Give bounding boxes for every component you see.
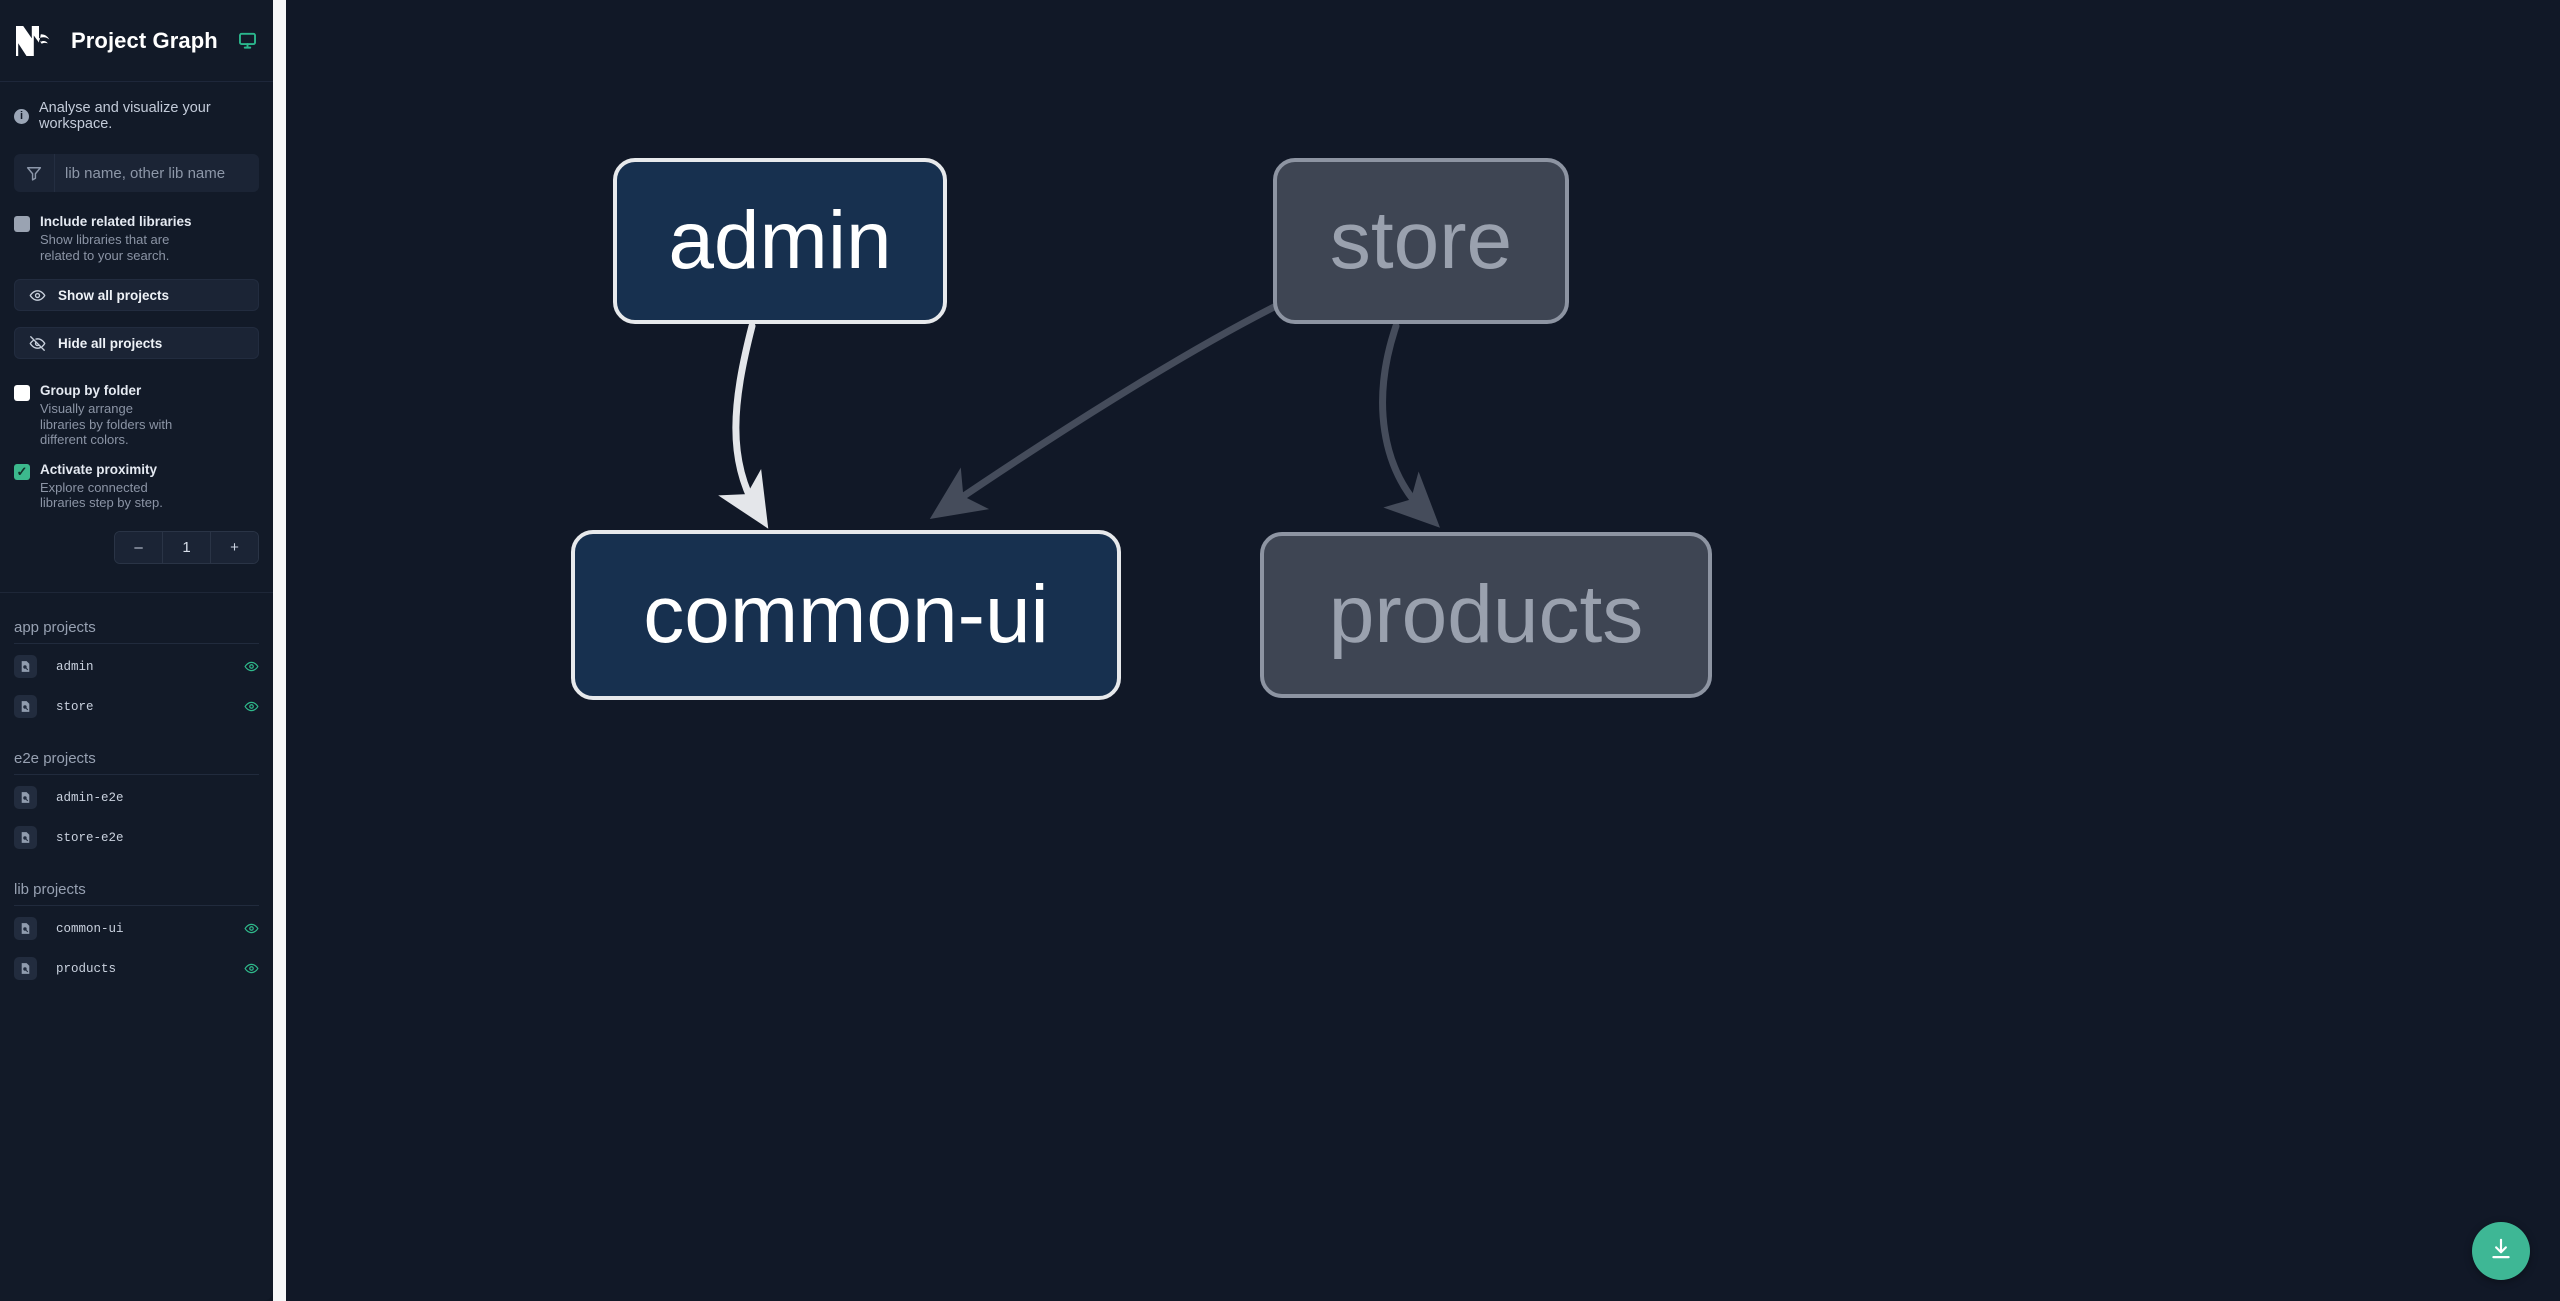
group-rule xyxy=(14,773,259,775)
nx-logo-icon xyxy=(14,22,54,60)
project-visibility-toggle[interactable] xyxy=(244,699,259,714)
show-all-projects-label: Show all projects xyxy=(58,287,170,303)
project-name: products xyxy=(56,961,117,976)
proximity-value: 1 xyxy=(163,531,211,563)
graph-node-label: store xyxy=(1329,195,1513,286)
filter-icon xyxy=(14,154,55,192)
proximity-stepper: – 1 + xyxy=(0,530,259,564)
option-label: Activate proximity xyxy=(40,461,158,477)
project-icon xyxy=(14,655,37,678)
project-row-common-ui[interactable]: common-ui xyxy=(0,912,273,946)
project-row-store[interactable]: store xyxy=(0,690,273,724)
proximity-increment-button[interactable]: + xyxy=(211,531,258,563)
group-heading-e2e-projects: e2e projects xyxy=(14,749,96,767)
sidebar-resize-handle[interactable] xyxy=(273,0,286,1301)
group-rule xyxy=(14,904,259,906)
option-description: Visually arrange libraries by folders wi… xyxy=(40,401,173,447)
graph-node-label: common-ui xyxy=(643,569,1049,660)
download-graph-button[interactable] xyxy=(2472,1222,2530,1280)
project-name: common-ui xyxy=(56,921,124,936)
hide-all-projects-button[interactable]: Hide all projects xyxy=(14,327,259,359)
option-description: Explore connected libraries step by step… xyxy=(40,479,163,511)
option-group-by-folder[interactable]: Group by folder Visually arrange librari… xyxy=(14,383,259,448)
graph-edges xyxy=(718,296,1441,529)
eye-icon xyxy=(29,287,46,304)
project-icon xyxy=(14,786,37,809)
search-input[interactable] xyxy=(55,154,259,192)
project-row-store-e2e[interactable]: store-e2e xyxy=(0,821,273,855)
activate-proximity-checkbox[interactable]: ✓ xyxy=(14,463,30,480)
info-icon: i xyxy=(14,108,29,124)
option-description: Show libraries that are related to your … xyxy=(40,232,170,263)
show-all-projects-button[interactable]: Show all projects xyxy=(14,279,259,311)
project-row-products[interactable]: products xyxy=(0,952,273,986)
graph-node-common-ui[interactable]: common-ui xyxy=(571,530,1121,700)
group-heading-lib-projects: lib projects xyxy=(14,880,86,898)
option-activate-proximity[interactable]: ✓ Activate proximity Explore connected l… xyxy=(14,462,259,511)
project-icon xyxy=(14,826,37,849)
graph-node-label: products xyxy=(1328,569,1644,660)
search-field[interactable] xyxy=(14,154,259,192)
project-name: store xyxy=(56,699,94,714)
page-title: Project Graph xyxy=(71,27,218,53)
project-name: admin-e2e xyxy=(56,790,124,805)
graph-node-products[interactable]: products xyxy=(1260,532,1712,698)
edge-store-to-products xyxy=(1379,322,1441,528)
option-label: Group by folder xyxy=(40,383,142,398)
group-by-folder-checkbox[interactable] xyxy=(14,385,30,401)
option-label: Include related libraries xyxy=(40,214,192,229)
group-heading-app-projects: app projects xyxy=(14,618,96,636)
project-visibility-toggle[interactable] xyxy=(244,921,259,936)
project-visibility-toggle[interactable] xyxy=(244,961,259,976)
project-visibility-toggle[interactable] xyxy=(244,659,259,674)
graph-canvas[interactable]: admin store common-ui products xyxy=(286,0,2560,1301)
include-related-libraries-checkbox[interactable] xyxy=(14,216,30,232)
tagline-text: Analyse and visualize your workspace. xyxy=(39,100,211,132)
project-icon xyxy=(14,917,37,940)
graph-node-label: admin xyxy=(668,195,892,286)
eye-off-icon xyxy=(29,335,46,352)
project-row-admin[interactable]: admin xyxy=(0,650,273,684)
project-row-admin-e2e[interactable]: admin-e2e xyxy=(0,781,273,815)
edge-admin-to-common-ui xyxy=(718,322,769,529)
sidebar: Project Graph i Analyse and visualize yo… xyxy=(0,0,273,1301)
tagline: i Analyse and visualize your workspace. xyxy=(0,82,273,132)
option-include-related-libraries[interactable]: Include related libraries Show libraries… xyxy=(14,214,259,263)
hide-all-projects-label: Hide all projects xyxy=(58,335,163,351)
project-icon xyxy=(14,957,37,980)
graph-node-store[interactable]: store xyxy=(1273,158,1569,324)
proximity-decrement-button[interactable]: – xyxy=(115,531,163,563)
project-icon xyxy=(14,695,37,718)
project-name: store-e2e xyxy=(56,830,124,845)
monitor-icon[interactable] xyxy=(238,31,257,50)
edge-store-to-common-ui xyxy=(929,296,1292,520)
group-rule xyxy=(14,642,259,644)
sidebar-header: Project Graph xyxy=(0,0,273,82)
project-name: admin xyxy=(56,659,94,674)
sidebar-divider xyxy=(0,591,273,593)
download-icon xyxy=(2488,1236,2514,1267)
graph-node-admin[interactable]: admin xyxy=(613,158,947,324)
